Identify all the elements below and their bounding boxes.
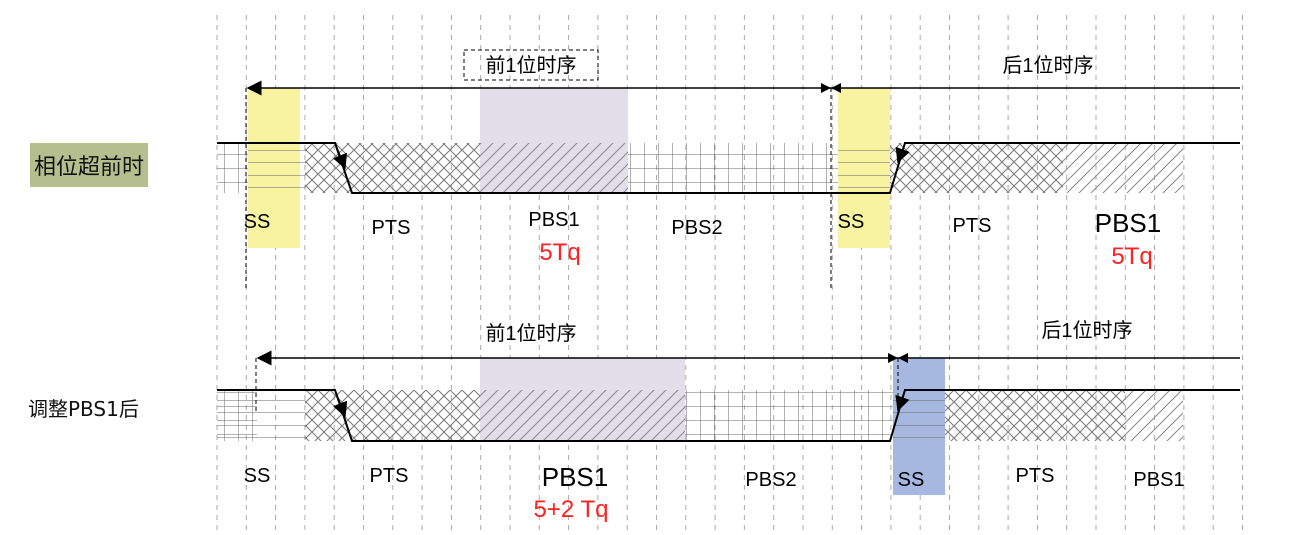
row1-pbs1-length: 5Tq — [539, 239, 580, 266]
row2-label: 调整PBS1后 — [28, 397, 139, 421]
row2-pbs2-label: PBS2 — [745, 469, 796, 491]
row1-next-ss-label: SS — [838, 211, 865, 233]
row1-pbs1-label: PBS1 — [528, 209, 579, 231]
row1-waveform: 前1位时序 后1位时序 SS PTS PBS1 5Tq PBS2 SS PTS … — [217, 49, 1240, 290]
row2-next-pts-label: PTS — [1016, 465, 1055, 487]
row1-next-pbs1-length: 5Tq — [1111, 243, 1152, 270]
row2-next-bit-label: 后1位时序 — [1041, 319, 1132, 342]
row1-prev-bit-label: 前1位时序 — [485, 54, 576, 77]
row1-pbs2-label: PBS2 — [671, 217, 722, 239]
row2-prev-bit-label: 前1位时序 — [485, 322, 576, 345]
row1-next-pts-label: PTS — [953, 215, 992, 237]
row2-pbs1-length: 5+2 Tq — [534, 496, 609, 523]
row1-pts-label: PTS — [372, 217, 411, 239]
row2-next-ss-label: SS — [898, 469, 925, 491]
row2-waveform: 前1位时序 后1位时序 SS PTS PBS1 5+2 Tq PBS2 SS P… — [217, 319, 1240, 523]
row2-ss-label: SS — [244, 465, 271, 487]
row1-ss-label: SS — [244, 211, 271, 233]
row1-next-pbs1-label: PBS1 — [1095, 208, 1162, 238]
row2-next-pbs1-label: PBS1 — [1133, 469, 1184, 491]
row2-pts-label: PTS — [370, 465, 409, 487]
row1-next-bit-label: 后1位时序 — [1002, 54, 1093, 77]
row1-label: 相位超前时 — [30, 143, 149, 187]
row2-pbs1-label: PBS1 — [542, 462, 609, 492]
vertical-grid-lines — [216, 15, 1243, 530]
